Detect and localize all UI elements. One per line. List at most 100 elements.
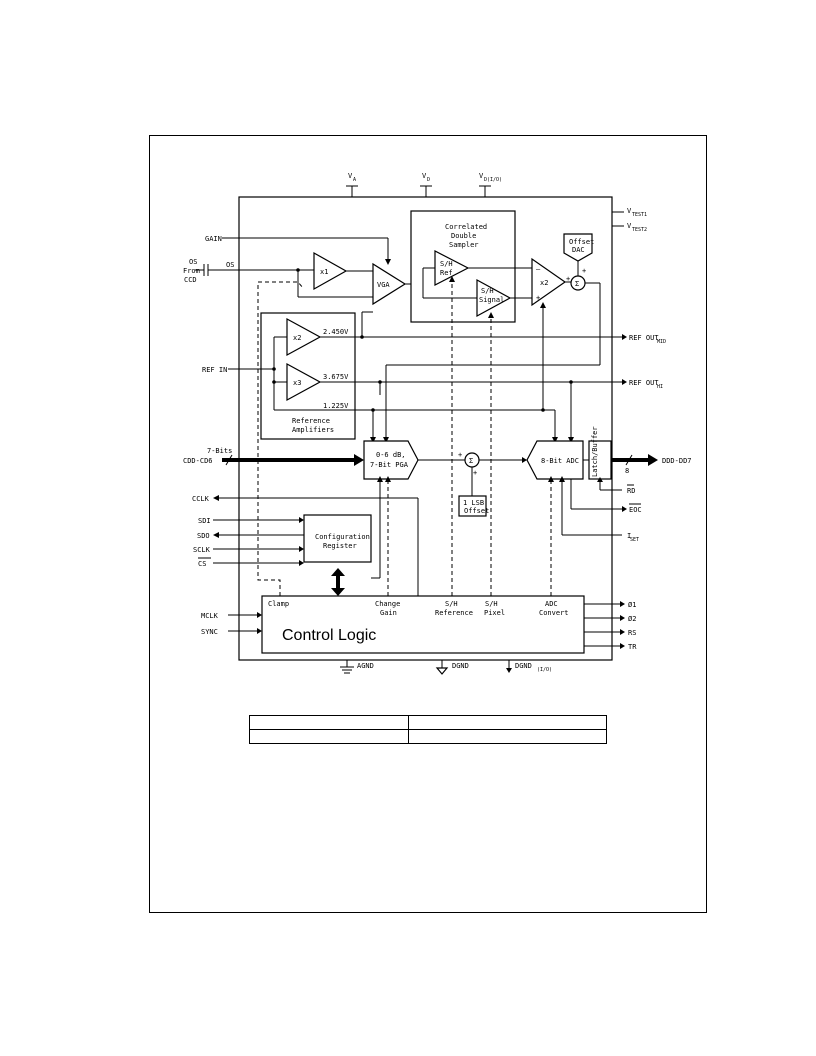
svg-text:–: –: [536, 265, 541, 273]
adc-convert-label-2: Convert: [539, 609, 569, 617]
iset-label: I: [627, 532, 631, 540]
latch-label: Latch/Buffer: [591, 426, 599, 477]
ref-out-hi-sub: HI: [657, 384, 663, 390]
supply-pins: [346, 185, 624, 227]
ref-out-mid-label: REF OUT: [629, 334, 659, 342]
legend-table: [249, 715, 607, 744]
v-2450: 2.450V: [323, 328, 349, 336]
iset-sub: SET: [630, 537, 639, 543]
rd-label: RD: [627, 487, 635, 495]
pga-block: [363, 440, 419, 480]
control-logic-label: Control Logic: [282, 627, 376, 644]
table-row: [249, 729, 607, 744]
sdo-label: SDO: [197, 532, 210, 540]
sh-reference-label-2: Reference: [435, 609, 473, 617]
table-row: [249, 715, 607, 730]
vtest2-sub: TEST2: [632, 227, 647, 233]
bits-7-label: 7-Bits: [207, 447, 232, 455]
table-cell: [408, 729, 607, 744]
bus-width-label: 8: [625, 467, 629, 475]
table-cell: [249, 715, 409, 730]
vdio-sub: D(I/O): [484, 177, 502, 183]
agnd-symbol: [340, 660, 354, 674]
sh-sig-label-1: S/H: [481, 287, 494, 295]
figure-frame: [149, 135, 707, 913]
sh-sig-label-2: Signal: [479, 296, 504, 304]
vga-amplifier: [372, 262, 407, 306]
change-gain-label-2: Gain: [380, 609, 397, 617]
vd-sub: D: [427, 177, 430, 183]
clamp-label: Clamp: [268, 600, 289, 608]
config-label-2: Register: [323, 542, 357, 550]
agnd-label: AGND: [357, 662, 374, 670]
sum-node-2-label: Σ: [469, 457, 473, 465]
vga-label: VGA: [377, 281, 390, 289]
x2-diff-amp: [531, 257, 567, 307]
sum-node-1-label: Σ: [575, 280, 579, 288]
svg-text:+: +: [566, 275, 570, 283]
svg-text:+: +: [536, 294, 540, 302]
lsb-offset-box: [458, 495, 487, 517]
pga-label-2: 7-Bit PGA: [370, 461, 409, 469]
v-3675: 3.675V: [323, 373, 349, 381]
lsb-label-1: 1 LSB: [463, 499, 484, 507]
config-label-1: Configuration: [315, 533, 370, 541]
offset-dac-label-2: DAC: [572, 246, 585, 254]
rs-label: RS: [628, 629, 636, 637]
ref-amp-label-1: Reference: [292, 417, 330, 425]
dgndio-sub: (I/O): [537, 667, 552, 673]
x2-label: x2: [540, 279, 548, 287]
phi1-label: Ø1: [628, 601, 636, 609]
table-cell: [408, 715, 607, 730]
ref-in-label: REF IN: [202, 366, 227, 374]
eoc-label: EOC: [629, 506, 642, 514]
sh-reference-label-1: S/H: [445, 600, 458, 608]
cds-label-2: Double: [451, 232, 476, 240]
ref-out-hi-label: REF OUT: [629, 379, 659, 387]
dgnd-symbol: [435, 660, 449, 675]
vdio-label: V: [479, 172, 484, 180]
offset-dac: [563, 233, 593, 262]
svg-text:+: +: [582, 267, 586, 275]
dgndio-symbol: [506, 660, 512, 673]
os-label: OS: [226, 261, 234, 269]
va-label: V: [348, 172, 353, 180]
svg-text:+: +: [473, 469, 477, 477]
configuration-register: [303, 514, 372, 563]
table-cell: [249, 729, 409, 744]
dgnd-label: DGND: [452, 662, 469, 670]
os-ccd-label-1: OS: [189, 258, 197, 266]
dgndio-label: DGND: [515, 662, 532, 670]
mclk-label: MCLK: [201, 612, 219, 620]
ref-x2-label: x2: [293, 334, 301, 342]
offset-dac-label-1: Offset: [569, 238, 594, 246]
phi2-label: Ø2: [628, 615, 636, 623]
change-gain-label-1: Change: [375, 600, 400, 608]
adc-convert-label-1: ADC: [545, 600, 558, 608]
va-sub: A: [353, 177, 356, 183]
v-1225: 1.225V: [323, 402, 349, 410]
vtest2-label: V: [627, 222, 632, 230]
cdd-label: CDD-CD6: [183, 457, 213, 465]
adc-label: 8-Bit ADC: [541, 457, 579, 465]
sh-pixel-label-2: Pixel: [484, 609, 505, 617]
sh-ref-label-1: S/H: [440, 260, 453, 268]
sh-pixel-label-1: S/H: [485, 600, 498, 608]
x1-buffer: [313, 251, 348, 291]
os-ccd-label-3: CCD: [184, 276, 197, 284]
x1-label: x1: [320, 268, 328, 276]
pga-label-1: 0-6 dB,: [376, 451, 406, 459]
svg-text:+: +: [458, 451, 462, 459]
ref-amp-label-2: Amplifiers: [292, 426, 334, 434]
control-logic-block: [261, 595, 585, 654]
os-ccd-label-2: From: [183, 267, 200, 275]
adc-block: [526, 440, 584, 480]
vtest1-label: V: [627, 207, 632, 215]
sync-label: SYNC: [201, 628, 218, 636]
cds-label-1: Correlated: [445, 223, 487, 231]
lsb-label-2: Offset: [464, 507, 489, 515]
ddd-label: DDD-DD7: [662, 457, 692, 465]
cclk-label: CCLK: [192, 495, 210, 503]
ref-out-mid-sub: MID: [657, 339, 666, 345]
